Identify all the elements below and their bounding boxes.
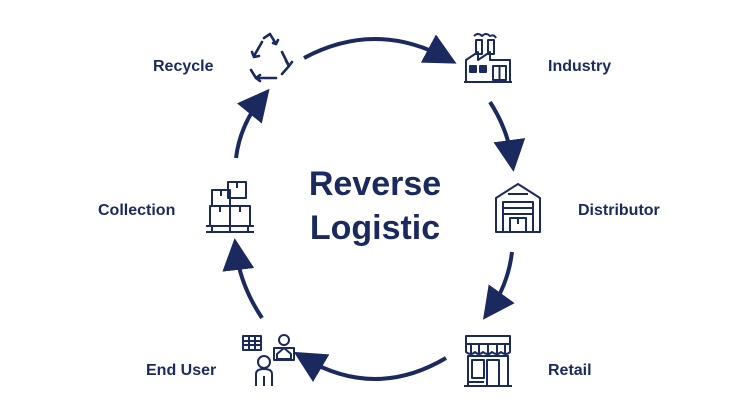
stacked-boxes-icon [204, 178, 260, 234]
arrow-distributor-to-retail [482, 251, 515, 320]
node-label-industry: Industry [548, 58, 612, 75]
arrow-retail-to-end-user [293, 351, 448, 382]
arrow-collection-to-recycle [234, 88, 270, 159]
warehouse-icon [490, 178, 546, 234]
title-line-2: Logistic [309, 209, 441, 247]
arrow-industry-to-distributor [488, 100, 526, 172]
node-label-end-user: End User [146, 362, 217, 379]
arrow-recycle-to-industry [303, 34, 457, 64]
arrow-end-user-to-collection [222, 238, 264, 320]
customer-kiosk-icon [240, 332, 296, 388]
title-line-1: Reverse [308, 165, 442, 203]
store-icon [460, 332, 516, 388]
diagram-title: Reverse Logistic [250, 162, 500, 250]
recycle-icon [242, 30, 298, 86]
node-label-distributor: Distributor [578, 202, 660, 219]
node-label-retail: Retail [548, 362, 592, 379]
node-label-collection: Collection [98, 202, 176, 219]
node-label-recycle: Recycle [153, 58, 214, 75]
factory-icon [460, 30, 516, 86]
